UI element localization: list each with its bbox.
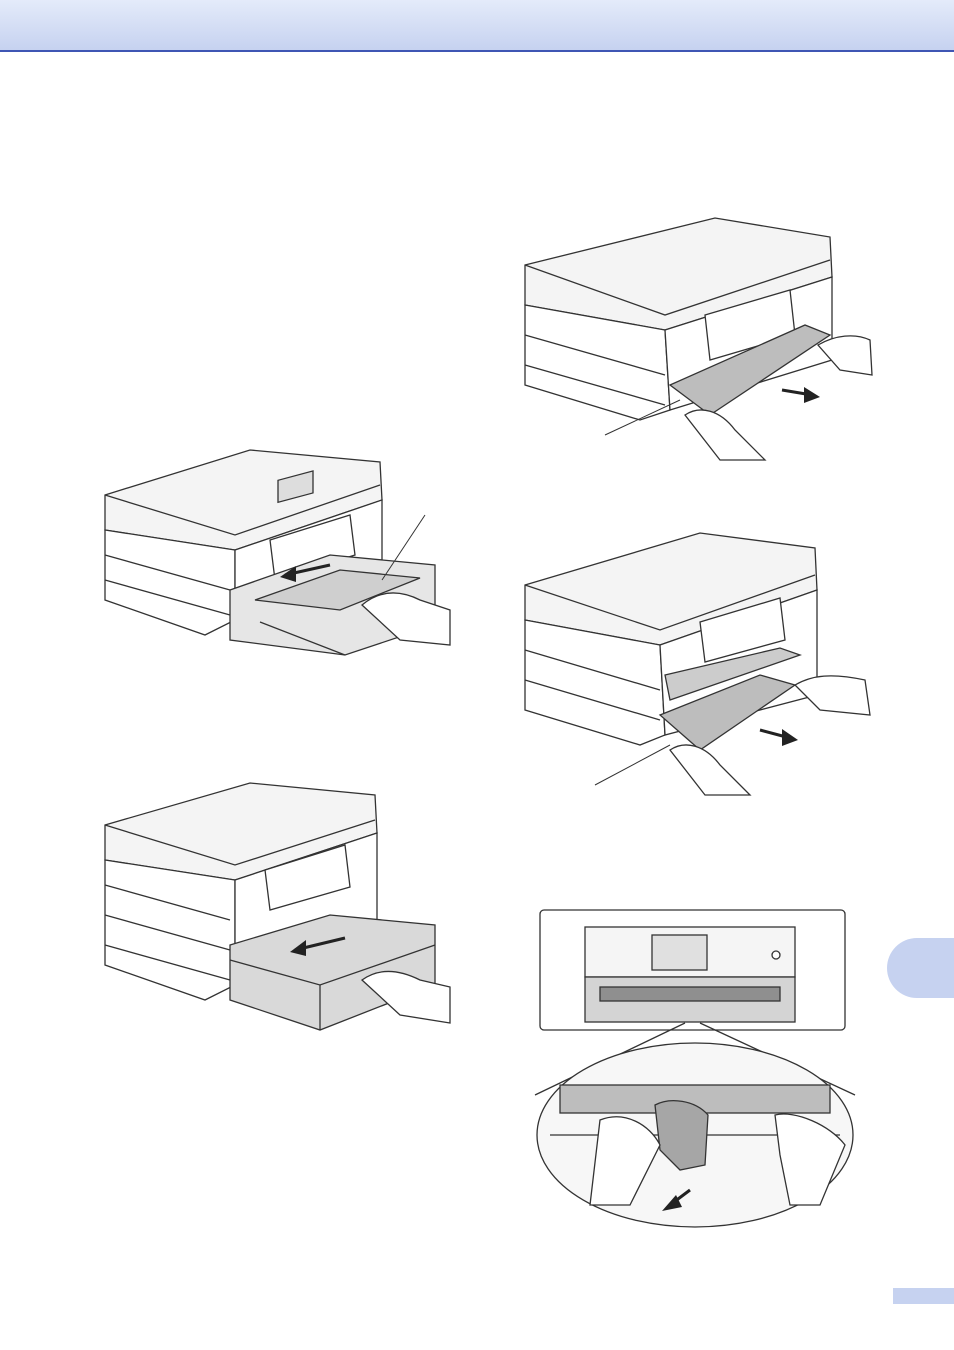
figure-clean-inside: [530, 905, 860, 1235]
printer-tray-open-illustration: [100, 440, 460, 660]
printer-paper-jam-front-illustration: [520, 215, 880, 465]
header-bar: [0, 0, 954, 52]
figure-tray-remove: [100, 775, 460, 1035]
figure-tray-pull-out: [100, 440, 460, 660]
printer-tray-removed-illustration: [100, 775, 460, 1035]
chapter-tab: [887, 938, 954, 998]
page-number-box: [893, 1288, 954, 1304]
figure-paper-pull-front: [520, 215, 880, 465]
printer-inside-cleaning-illustration: [530, 905, 860, 1235]
figure-paper-pull-lower: [520, 530, 880, 800]
printer-paper-jam-lower-illustration: [520, 530, 880, 800]
